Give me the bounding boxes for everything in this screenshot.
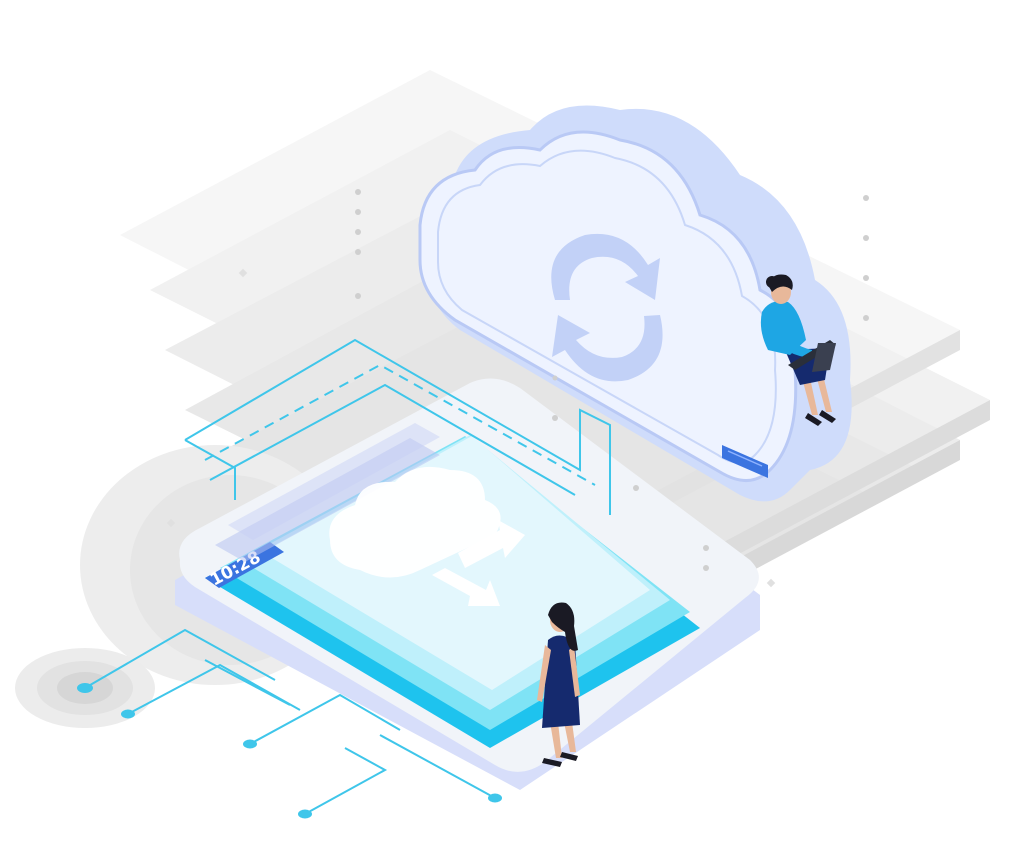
- circuit-lines: [84, 628, 496, 815]
- standing-woman: [537, 602, 580, 767]
- sync-arrows-icon: [551, 233, 663, 382]
- floating-pane: [228, 423, 440, 540]
- cloud-icon: [329, 466, 501, 578]
- person-with-laptop: [760, 274, 836, 426]
- transfer-arrows-icon: [432, 520, 525, 606]
- data-transfer-frames: [184, 338, 611, 515]
- circuit-nodes: [77, 683, 502, 819]
- floating-pane: [215, 438, 440, 562]
- status-bar: [205, 542, 284, 588]
- sync-cloud: [418, 105, 852, 502]
